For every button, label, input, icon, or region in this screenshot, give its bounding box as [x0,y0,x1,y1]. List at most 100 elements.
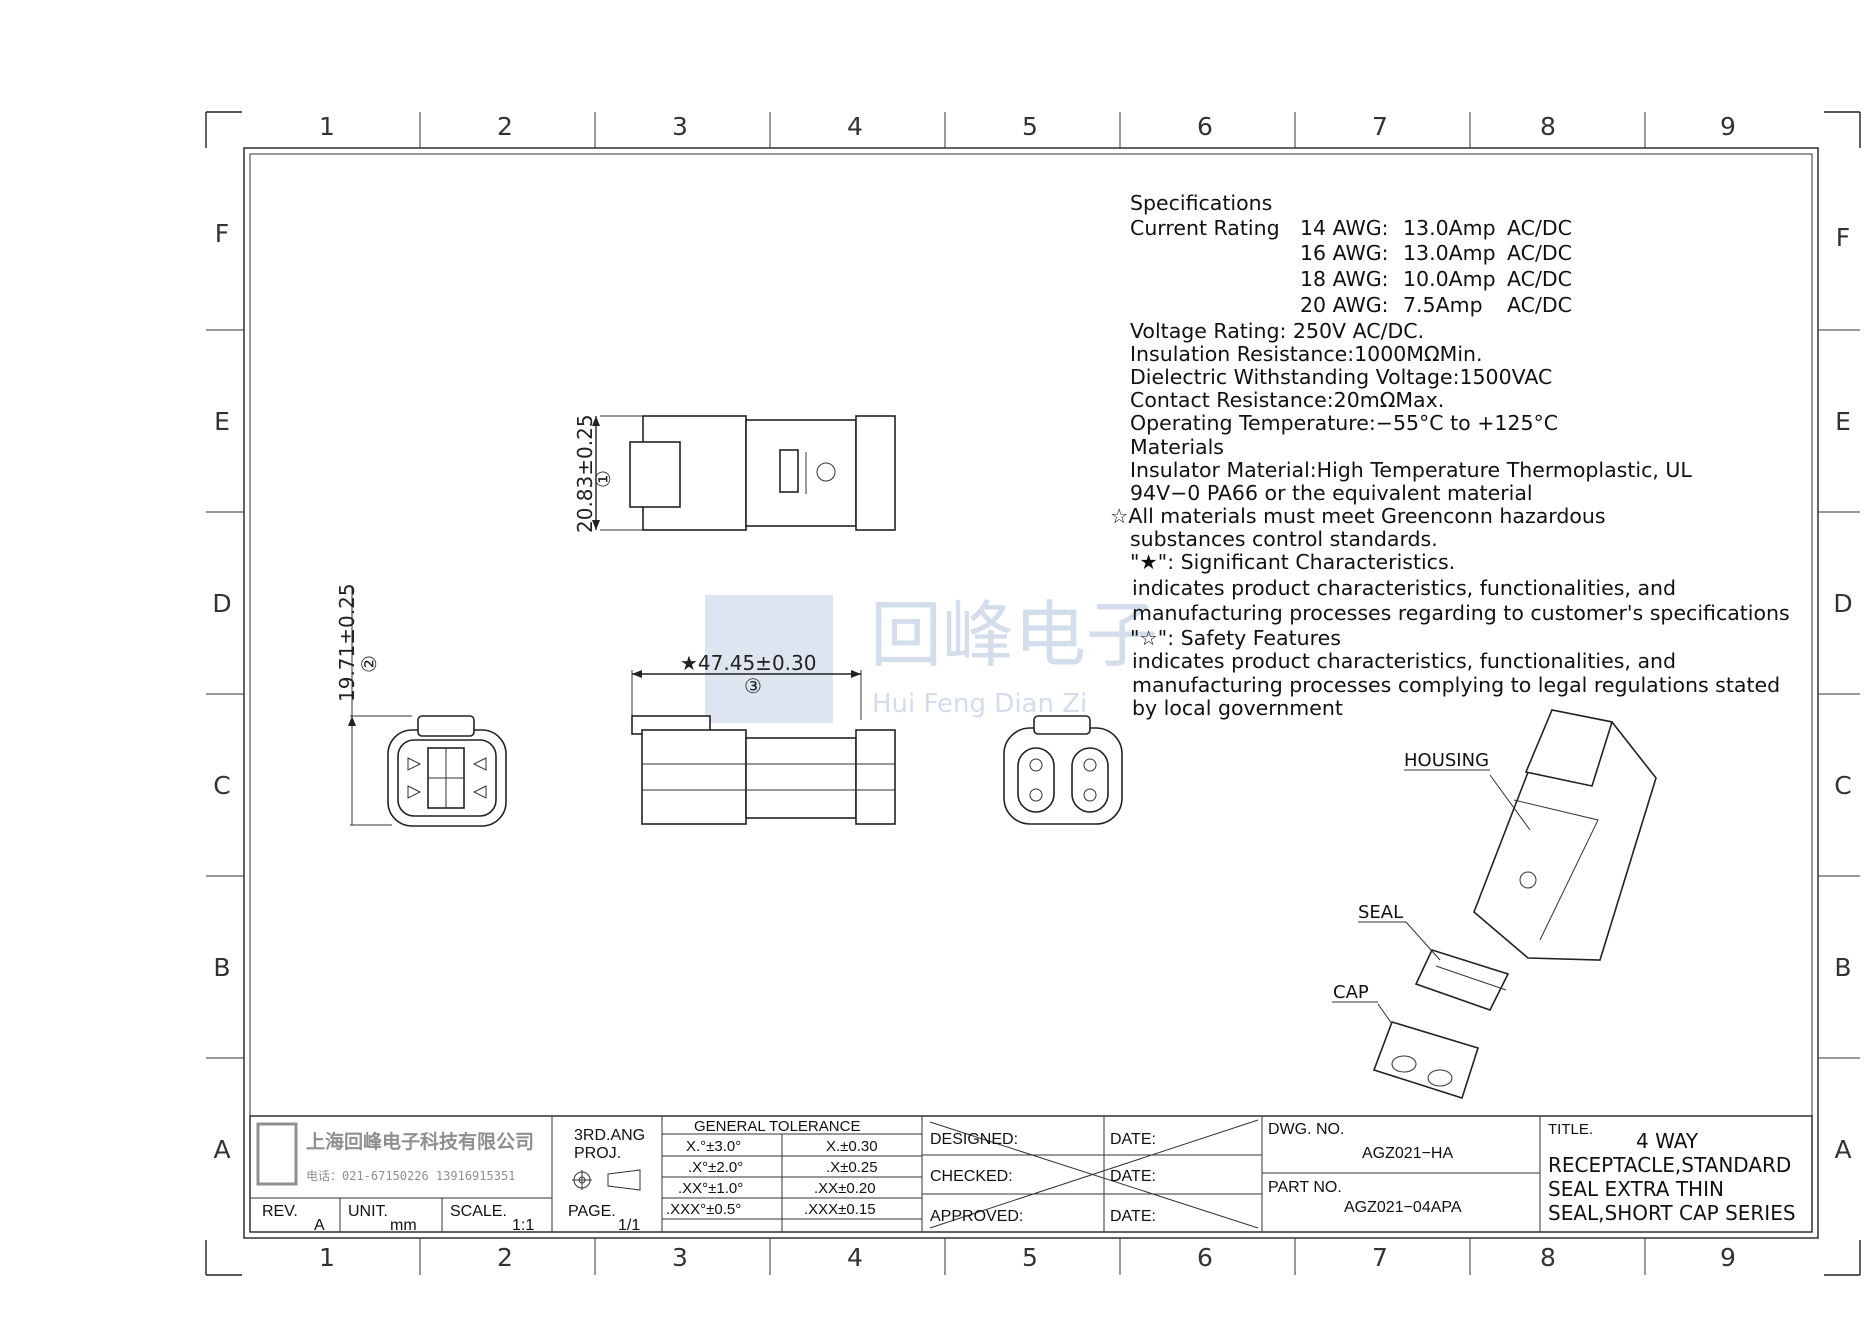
zone-row-f: F [215,219,229,248]
significant-desc-2: manufacturing processes regarding to cus… [1132,601,1790,625]
company-phone: 电话：021-67150226 13916915351 [306,1169,515,1183]
operating-temperature: Operating Temperature:−55°C to +125°C [1130,411,1558,435]
dwg-no-value: AGZ021−HA [1362,1145,1453,1162]
company-logo: 上海回峰电子科技有限公司 电话：021-67150226 13916915351 [256,1122,534,1186]
zone-col-4-bottom: 4 [847,1243,863,1272]
insulation-resistance: Insulation Resistance:1000MΩMin. [1130,342,1483,366]
callout-cap: CAP [1333,982,1369,1003]
dim-height-top-ref: ① [591,470,615,488]
tolerance-linear-4: .XXX±0.15 [804,1201,876,1218]
rear-view [1003,715,1123,825]
tolerance-angle-1: X.°±3.0° [686,1138,741,1155]
rev-value: A [314,1217,325,1234]
rating-value-16: 13.0Amp [1403,241,1496,265]
tolerance-linear-2: .X±0.25 [826,1159,878,1176]
tolerance-linear-3: .XX±0.20 [814,1180,876,1197]
rating-gauge-20: 20 AWG: [1300,293,1389,317]
scale-label: SCALE. [450,1203,507,1220]
front-view: 19.71±0.25 ② [335,583,507,827]
zone-row-e-right: E [1835,407,1851,436]
zone-col-5: 5 [1022,112,1038,141]
significant-desc-1: indicates product characteristics, funct… [1132,576,1676,600]
zone-col-4: 4 [847,112,863,141]
rating-type-18: AC/DC [1507,267,1572,291]
tolerance-angle-4: .XXX°±0.5° [666,1201,741,1218]
rating-value-20: 7.5Amp [1403,293,1483,317]
zone-labels-right: F E D C B A [1833,223,1852,1164]
designed-date-label: DATE: [1110,1131,1156,1148]
zone-row-c-right: C [1834,771,1851,800]
tolerance-linear-1: X.±0.30 [826,1138,878,1155]
rating-gauge-16: 16 AWG: [1300,241,1389,265]
approved-label: APPROVED: [930,1208,1023,1225]
voltage-rating: Voltage Rating: 250V AC/DC. [1130,319,1424,343]
zone-col-1: 1 [319,112,335,141]
greenconn-note: ☆All materials must meet Greenconn hazar… [1110,504,1606,528]
dim-height-top: 20.83±0.25 [573,414,597,533]
title-label: TITLE. [1548,1121,1593,1138]
rating-value-18: 10.0Amp [1403,267,1496,291]
page-value: 1/1 [618,1217,640,1234]
dim-length: ★47.45±0.30 [680,651,816,675]
safety-desc-1: indicates product characteristics, funct… [1132,649,1676,673]
zone-col-1-bottom: 1 [319,1243,335,1272]
unit-label: UNIT. [348,1203,388,1220]
rating-value-14: 13.0Amp [1403,216,1496,240]
safety-desc-3: by local government [1132,696,1343,720]
zone-col-3-bottom: 3 [672,1243,688,1272]
zone-row-c: C [213,771,230,800]
contact-resistance: Contact Resistance:20mΩMax. [1130,388,1444,412]
zone-col-2: 2 [497,112,513,141]
part-no-value: AGZ021−04APA [1344,1199,1462,1216]
callout-seal: SEAL [1358,902,1403,923]
title-block: 上海回峰电子科技有限公司 电话：021-67150226 13916915351… [249,1115,1813,1234]
specifications-block: Specifications Current Rating 14 AWG: 13… [1110,191,1790,720]
watermark-cn: 回峰电子 [870,593,1158,677]
tolerance-heading: GENERAL TOLERANCE [694,1118,860,1135]
company-name-cn: 上海回峰电子科技有限公司 [306,1130,534,1153]
zone-row-a: A [213,1135,230,1164]
zone-col-9-bottom: 9 [1720,1243,1736,1272]
designed-label: DESIGNED: [930,1131,1018,1148]
zone-row-f-right: F [1836,223,1850,252]
crop-marks [205,111,1861,1276]
zone-row-d: D [212,589,231,618]
dim-height-side: 19.71±0.25 [335,583,359,702]
part-no-label: PART NO. [1268,1179,1342,1196]
checked-label: CHECKED: [930,1168,1013,1185]
safety-desc-2: manufacturing processes complying to leg… [1132,673,1780,697]
zone-col-2-bottom: 2 [497,1243,513,1272]
zone-ticks [206,112,1860,1275]
watermark-en: Hui Feng Dian Zi [872,689,1087,719]
outer-frame [243,147,1819,1239]
projection-label: 3RD.ANG [574,1127,645,1144]
zone-col-8-bottom: 8 [1540,1243,1556,1272]
rating-type-14: AC/DC [1507,216,1572,240]
zone-col-5-bottom: 5 [1022,1243,1038,1272]
safety-features: "☆": Safety Features [1130,626,1341,650]
zone-col-8: 8 [1540,112,1556,141]
greenconn-note-cont: substances control standards. [1130,527,1438,551]
dwg-no-label: DWG. NO. [1268,1121,1344,1138]
zone-col-3: 3 [672,112,688,141]
materials-heading: Materials [1130,435,1224,459]
title-line-1: 4 WAY [1636,1129,1699,1153]
rev-label: REV. [262,1203,298,1220]
zone-row-e: E [214,407,230,436]
watermark: 回峰电子 Hui Feng Dian Zi [705,593,1158,723]
scale-value: 1:1 [512,1217,534,1234]
side-view: ★47.45±0.30 ③ [631,651,896,825]
zone-row-b: B [213,953,230,982]
rating-gauge-18: 18 AWG: [1300,267,1389,291]
significant-characteristics: "★": Significant Characteristics. [1130,550,1455,574]
dim-length-ref: ③ [744,674,762,698]
zone-col-9: 9 [1720,112,1736,141]
zone-col-7-bottom: 7 [1372,1243,1388,1272]
dielectric-voltage: Dielectric Withstanding Voltage:1500VAC [1130,365,1552,389]
unit-value: mm [390,1217,417,1234]
projection-label-2: PROJ. [574,1145,621,1162]
zone-row-a-right: A [1834,1135,1851,1164]
rating-type-20: AC/DC [1507,293,1572,317]
tolerance-angle-3: .XX°±1.0° [678,1180,743,1197]
